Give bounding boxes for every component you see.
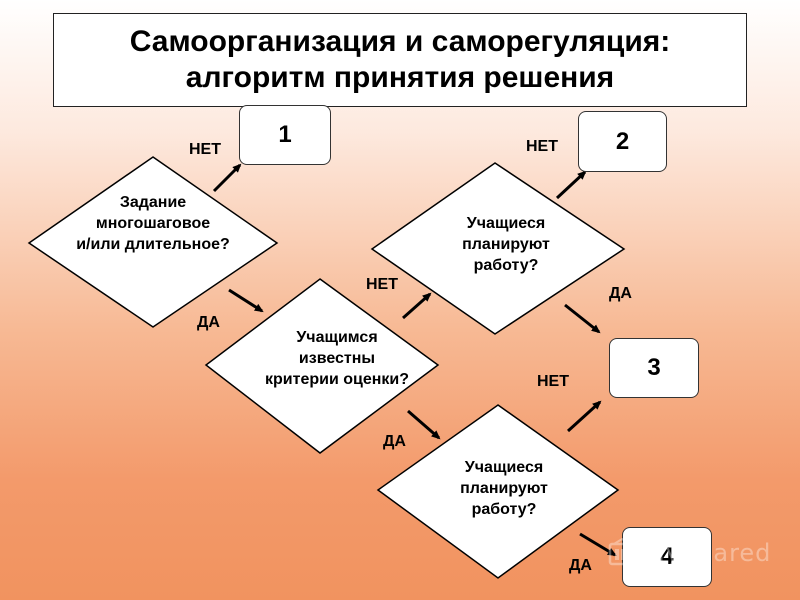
- outcome-box-1: 1: [239, 105, 331, 165]
- arrow-d4-no: [566, 400, 602, 433]
- decision-text-2-line-2: известны: [298, 350, 376, 367]
- decision-text-3-line-2: планируют: [462, 236, 550, 253]
- title-line-1: Самоорганизация и саморегуляция:: [129, 25, 671, 58]
- decision-text-1-line-1: Задание: [119, 194, 187, 211]
- arrow-d1-no: [212, 163, 242, 193]
- decision-diamond-1: [27, 156, 279, 328]
- edge-label-d1-yes: ДА: [197, 314, 220, 331]
- decision-text-1-line-3: и/или длительное?: [76, 236, 230, 253]
- decision-text-3: Учащиеся планируют работу?: [406, 213, 606, 276]
- decision-text-2-line-3: критерии оценки?: [264, 371, 410, 388]
- decision-text-4-line-1: Учащиеся: [464, 459, 544, 476]
- edge-label-d3-no: НЕТ: [526, 138, 558, 155]
- decision-text-4-line-3: работу?: [471, 501, 537, 518]
- decision-text-1-line-2: многошаговое: [95, 215, 211, 232]
- decision-text-4: Учащиеся планируют работу?: [404, 457, 604, 520]
- arrow-d1-yes: [228, 288, 264, 313]
- decision-diamond-3: [370, 162, 626, 335]
- watermark: MyShared: [608, 538, 771, 568]
- decision-text-2-line-1: Учащимся: [296, 329, 378, 346]
- decision-text-2: Учащимся известны критерии оценки?: [237, 327, 437, 390]
- arrow-d4-yes: [579, 532, 617, 557]
- watermark-logo-icon: [608, 538, 636, 566]
- title-line-2: алгоритм принятия решения: [185, 61, 615, 94]
- arrow-d2-yes: [407, 409, 441, 440]
- title-box: Самоорганизация и саморегуляция: алгорит…: [53, 13, 747, 107]
- watermark-text: MyShared: [644, 539, 772, 567]
- decision-text-4-line-2: планируют: [460, 480, 548, 497]
- edge-label-d4-no: НЕТ: [537, 373, 569, 390]
- edge-label-d2-yes: ДА: [383, 433, 406, 450]
- outcome-box-3: 3: [609, 338, 699, 398]
- decision-text-1: Задание многошаговое и/или длительное?: [53, 192, 253, 255]
- decision-diamond-4: [376, 404, 620, 579]
- decision-text-3-line-3: работу?: [473, 257, 539, 274]
- outcome-box-2: 2: [578, 111, 667, 172]
- decision-diamond-2: [204, 278, 440, 454]
- edge-label-d1-no: НЕТ: [189, 141, 221, 158]
- outcome-box-4: 4: [622, 527, 712, 587]
- arrow-d3-no: [555, 170, 587, 200]
- edge-label-d2-no: НЕТ: [366, 276, 398, 293]
- arrow-d2-no: [402, 292, 432, 320]
- edge-label-d4-yes: ДА: [569, 557, 592, 574]
- decision-text-3-line-1: Учащиеся: [466, 215, 546, 232]
- edge-label-d3-yes: ДА: [609, 285, 632, 302]
- arrow-d3-yes: [564, 303, 601, 334]
